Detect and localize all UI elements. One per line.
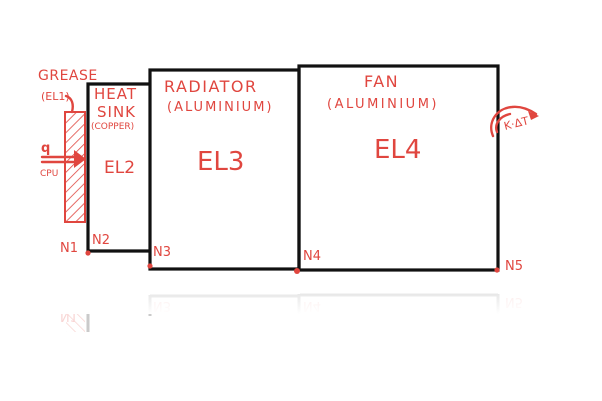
node-label-n4: N4	[303, 249, 321, 264]
radiator-title: RADIATOR	[164, 77, 258, 96]
grease-title: GREASE	[38, 68, 98, 84]
node-label-n3: N3	[153, 245, 171, 260]
node-dot-n1	[85, 250, 91, 256]
convection-arrow-icon	[490, 105, 539, 138]
node-dot-n3	[147, 263, 153, 269]
heat-input-arrow	[40, 150, 86, 168]
heat-sink-element: EL2	[104, 158, 135, 178]
fan-block	[297, 64, 500, 272]
node-dot-n5	[494, 267, 500, 273]
heat-sink-title-line2: SINK	[97, 103, 136, 121]
heat-sink-block	[86, 82, 150, 252]
fan-element: EL4	[374, 135, 421, 165]
heat-sink-material: (COPPER)	[91, 122, 134, 132]
radiator-element: EL3	[197, 147, 244, 177]
fan-material: (ALUMINIUM)	[327, 97, 439, 112]
reflection-fade	[40, 284, 580, 314]
diagram-main: q CPU GREASE (EL1) HEAT SINK (COPPER) EL…	[38, 64, 539, 274]
heat-sink-title-line1: HEAT	[94, 85, 137, 103]
radiator-material: (ALUMINIUM)	[167, 100, 274, 115]
heat-input-source: CPU	[40, 169, 58, 179]
grease-element: (EL1)	[41, 90, 70, 103]
heat-input-symbol: q	[41, 141, 50, 156]
fan-title: FAN	[364, 72, 399, 91]
node-label-n5: N5	[505, 259, 523, 274]
node-label-n1: N1	[60, 241, 78, 256]
grease-leader-line	[64, 94, 74, 114]
node-dot-n4	[294, 268, 300, 274]
node-label-n2: N2	[92, 233, 110, 248]
convection-label: K·ΔT	[503, 114, 531, 133]
